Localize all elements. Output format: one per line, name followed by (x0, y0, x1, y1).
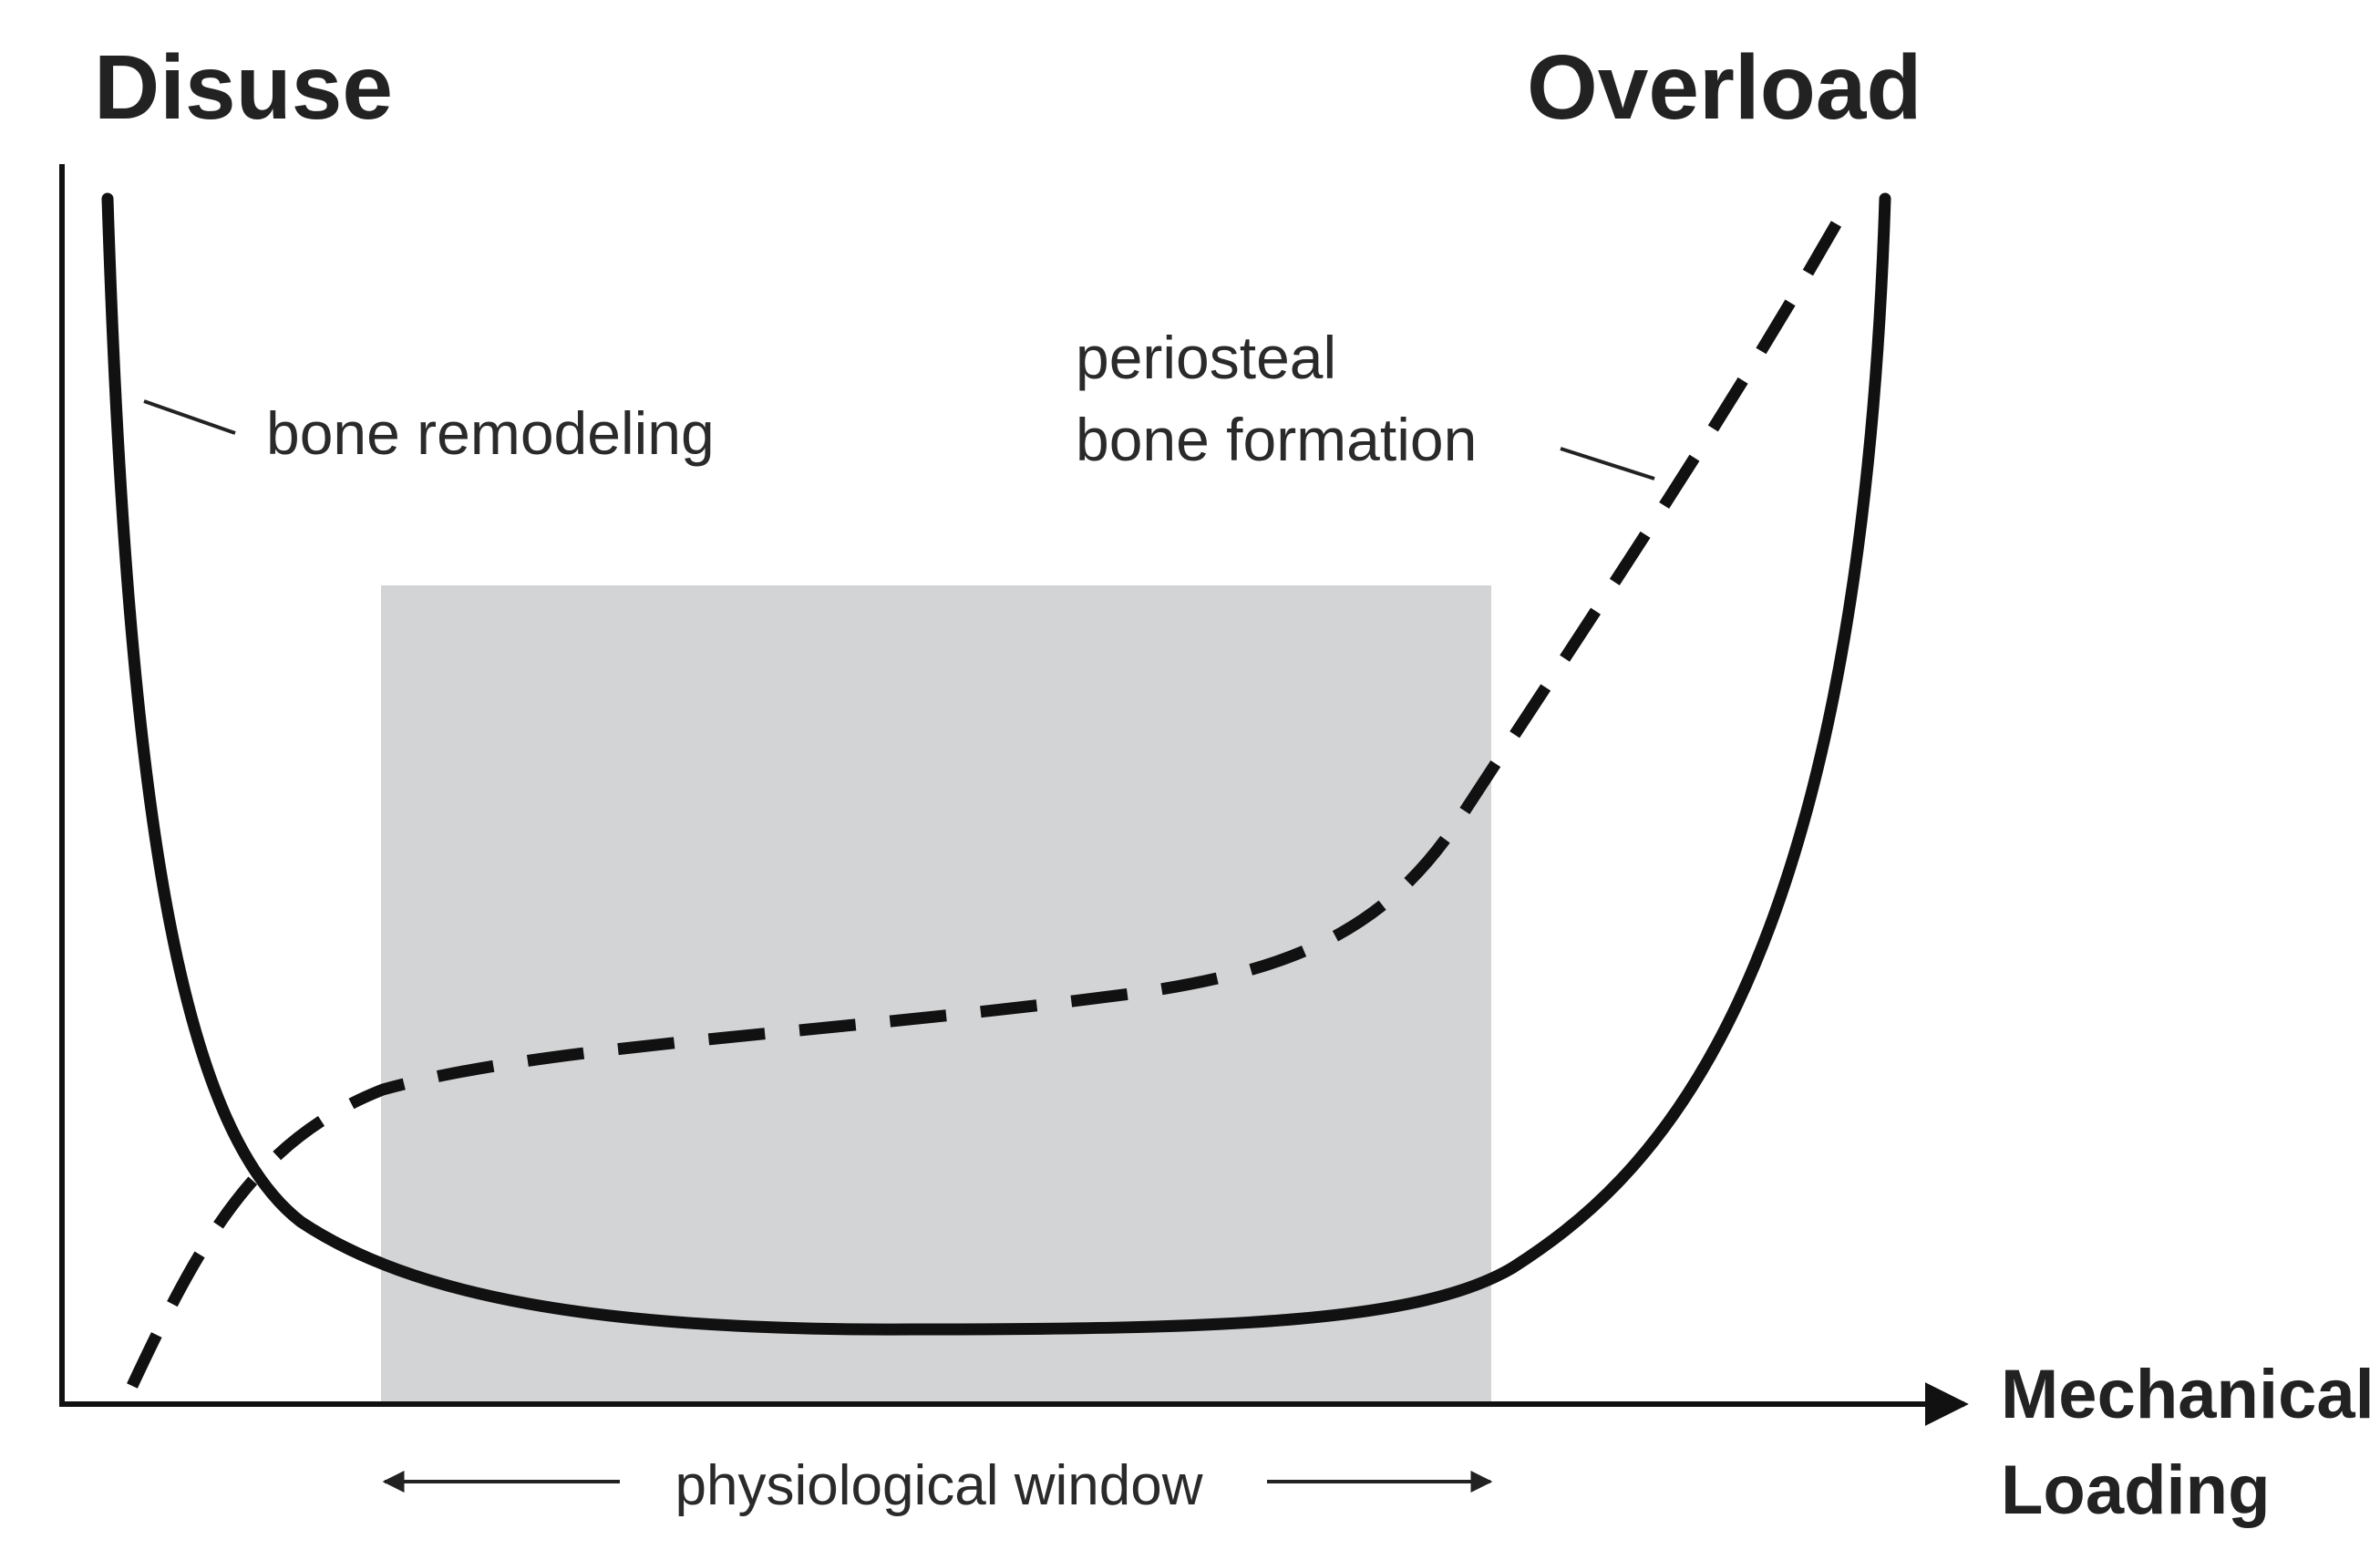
periosteal-label-line1: periosteal (1076, 324, 1336, 391)
periosteal-label-line2: bone formation (1076, 406, 1477, 473)
x-axis-label-line1: Mechanical (2001, 1356, 2375, 1433)
periosteal-leader (1560, 447, 1655, 480)
physiological-window-label: physiological window (675, 1454, 1203, 1517)
bone-remodeling-leader (143, 399, 236, 435)
physiological-window-region (381, 585, 1491, 1401)
periosteal-bone-formation-curve (127, 195, 1856, 1389)
disuse-label: Disuse (94, 36, 393, 139)
overload-label: Overload (1527, 36, 1922, 139)
bone-remodeling-curve (101, 192, 1891, 1336)
x-axis-label-line2: Loading (2001, 1452, 2271, 1529)
bone-remodeling-label: bone remodeling (266, 399, 715, 467)
